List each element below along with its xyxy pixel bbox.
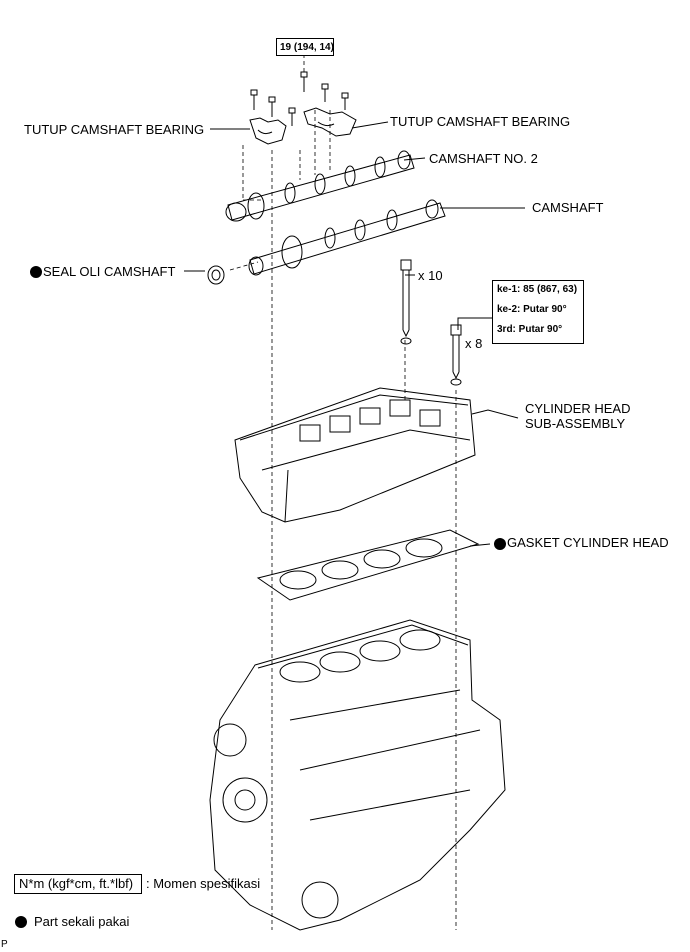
camshaft-no2-shape	[225, 150, 415, 222]
label-cylinder-head-line1: CYLINDER HEAD	[525, 401, 631, 416]
leader-lines	[184, 121, 525, 547]
top-torque-value: 19 (194, 14)	[280, 42, 334, 53]
label-camshaft-no2: CAMSHAFT NO. 2	[429, 151, 538, 166]
one-time-use-marker	[494, 538, 506, 550]
one-time-use-marker	[30, 266, 42, 278]
torque-step-1: ke-1: 85 (867, 63)	[497, 284, 578, 295]
engine-block-shape	[209, 619, 506, 931]
torque-steps-box: ke-1: 85 (867, 63) ke-2: Putar 90° 3rd: …	[492, 280, 584, 344]
legend-one-time-use-dot	[15, 916, 27, 928]
label-cylinder-head-line2: SUB-ASSEMBLY	[525, 416, 626, 431]
head-bolt-x8	[450, 324, 462, 386]
legend-torque-desc: : Momen spesifikasi	[146, 876, 261, 891]
head-gasket-shape	[256, 529, 480, 601]
head-bolt-x10	[400, 259, 412, 345]
label-seal: SEAL OLI CAMSHAFT	[43, 264, 176, 279]
oil-seal-shape	[207, 265, 225, 285]
label-bearing-cap-left: TUTUP CAMSHAFT BEARING	[24, 122, 205, 137]
cap-bolts	[250, 71, 349, 126]
cylinder-head-shape	[234, 387, 476, 523]
label-bolt-count-8: x 8	[465, 336, 483, 351]
camshaft-shape	[248, 199, 446, 276]
alignment-lines	[229, 40, 457, 930]
label-camshaft: CAMSHAFT	[532, 200, 604, 215]
label-bolt-count-10: x 10	[418, 268, 443, 283]
bearing-caps	[249, 107, 357, 145]
corner-code: P	[1, 939, 8, 950]
label-gasket: GASKET CYLINDER HEAD	[507, 535, 669, 550]
legend-torque-box: N*m (kgf*cm, ft.*lbf)	[14, 874, 142, 894]
top-torque-box: 19 (194, 14)	[276, 38, 334, 56]
torque-step-3: 3rd: Putar 90°	[497, 324, 563, 335]
legend-torque-units: N*m (kgf*cm, ft.*lbf)	[19, 876, 134, 891]
torque-step-2: ke-2: Putar 90°	[497, 304, 567, 315]
label-bearing-cap-right: TUTUP CAMSHAFT BEARING	[390, 114, 571, 129]
legend-one-time-use: Part sekali pakai	[34, 914, 130, 929]
